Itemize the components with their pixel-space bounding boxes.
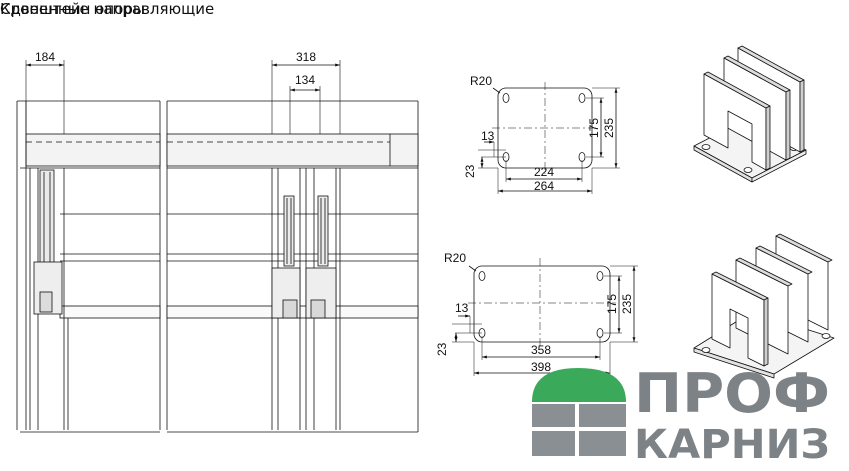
small-bracket-3d <box>693 45 807 183</box>
dim-184: 184 <box>35 50 55 64</box>
large-height-inner: 175 <box>605 294 619 314</box>
small-hole-offset: 13 <box>481 129 495 143</box>
brand-logo: ПРОФ КАРНИЗ <box>532 362 830 468</box>
small-height-outer: 235 <box>602 118 616 138</box>
small-width-inner: 224 <box>534 165 554 179</box>
logo-line1: ПРОФ <box>634 362 830 425</box>
small-radius: R20 <box>470 74 492 88</box>
dim-134: 134 <box>295 73 315 87</box>
large-bracket-plan <box>452 258 638 376</box>
bracket-heading: Кронштейн опоры <box>0 0 145 18</box>
large-width-inner: 358 <box>531 343 551 357</box>
large-height-outer: 235 <box>620 294 634 314</box>
small-height-inner: 175 <box>587 118 601 138</box>
large-width-outer: 398 <box>531 360 551 374</box>
small-edge-offset: 23 <box>463 164 477 178</box>
large-radius: R20 <box>444 251 466 265</box>
large-bracket-3d <box>693 233 835 379</box>
guides-heading: Сдвоенные направляющие <box>0 0 215 18</box>
small-bracket-plan <box>478 82 620 194</box>
twin-guides-drawing <box>16 60 419 433</box>
logo-line2: КАРНИЗ <box>634 422 830 468</box>
large-hole-offset: 13 <box>455 301 469 315</box>
dim-318: 318 <box>296 50 316 64</box>
large-edge-offset: 23 <box>435 342 449 356</box>
window-logo-icon <box>532 368 626 456</box>
small-width-outer: 264 <box>534 179 554 193</box>
